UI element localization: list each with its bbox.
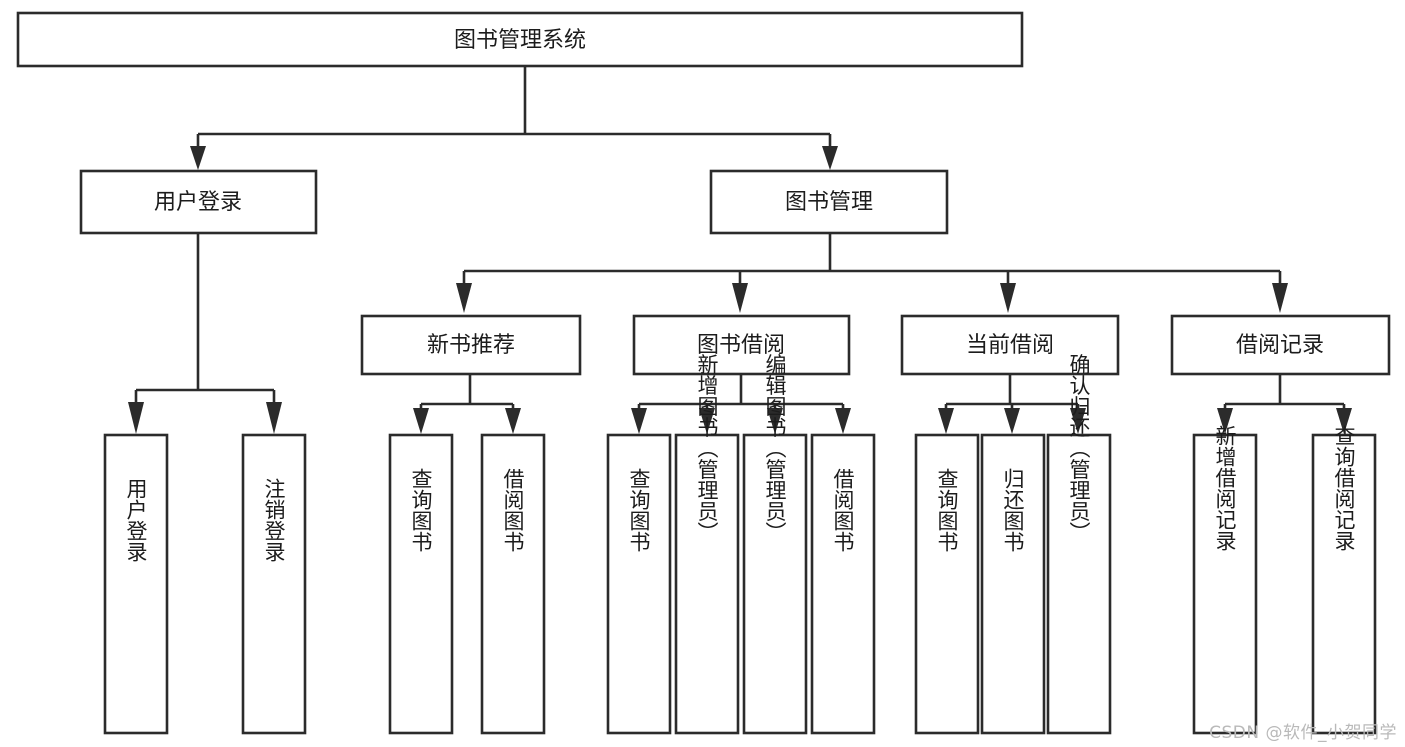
node-book-management-box[interactable] (709, 169, 949, 235)
arrow-record-leaf-2 (1336, 408, 1352, 434)
leaf-return-book-label: 归还图书 (1001, 468, 1025, 552)
leaf-logout[interactable]: 注销登录 (241, 433, 307, 735)
node-user-login-label: 用户登录 (154, 190, 242, 215)
node-borrow-record-box[interactable] (1170, 314, 1391, 376)
arrow-to-user-login (190, 146, 206, 170)
leaf-return-book-box[interactable] (980, 433, 1046, 735)
node-book-management-label: 图书管理 (785, 190, 873, 215)
node-book-borrow[interactable]: 图书借阅 (632, 314, 851, 376)
leaf-confirm-return-admin-box[interactable] (1046, 433, 1112, 735)
leaf-add-book-admin[interactable]: 新增图书（管理员） (674, 354, 740, 735)
arrow-leaf-logout (266, 402, 282, 434)
leaf-query-book-borrow-box[interactable] (606, 433, 672, 735)
node-new-book-recommend-box[interactable] (360, 314, 582, 376)
arrow-current-leaf-2 (1004, 408, 1020, 434)
leaf-borrow-book-borrow[interactable]: 借阅图书 (810, 433, 876, 735)
arrow-leaf-user-login (128, 402, 144, 434)
leaf-logout-box[interactable] (241, 433, 307, 735)
leaf-query-book-borrow[interactable]: 查询图书 (606, 433, 672, 735)
node-book-borrow-box[interactable] (632, 314, 851, 376)
arrow-record (1272, 283, 1288, 313)
leaf-borrow-book-newbook-label: 借阅图书 (501, 468, 525, 552)
arrow-current (1000, 283, 1016, 313)
leaf-confirm-return-admin[interactable]: 确认归还（管理员） (1046, 354, 1112, 735)
leaf-query-book-current-label: 查询图书 (935, 468, 959, 552)
leaf-user-login-label: 用户登录 (124, 478, 148, 562)
node-book-borrow-label: 图书借阅 (697, 333, 785, 358)
leaf-query-borrow-record-label: 查询借阅记录 (1332, 425, 1356, 551)
leaf-query-borrow-record-box[interactable] (1311, 433, 1377, 735)
node-current-borrow[interactable]: 当前借阅 (900, 314, 1120, 376)
node-borrow-record-label: 借阅记录 (1236, 333, 1324, 358)
leaf-query-book-newbook-label: 查询图书 (409, 468, 433, 552)
leaf-query-book-newbook-box[interactable] (388, 433, 454, 735)
node-borrow-record[interactable]: 借阅记录 (1170, 314, 1391, 376)
leaf-add-borrow-record-box[interactable] (1192, 433, 1258, 735)
leaf-confirm-return-admin-label: 确认归还（管理员） (1067, 354, 1091, 543)
leaf-borrow-book-borrow-label: 借阅图书 (831, 468, 855, 552)
leaf-add-book-admin-box[interactable] (674, 433, 740, 735)
leaf-query-book-current[interactable]: 查询图书 (914, 433, 980, 735)
leaf-query-borrow-record[interactable]: 查询借阅记录 (1311, 425, 1377, 735)
node-current-borrow-label: 当前借阅 (966, 333, 1054, 358)
leaf-borrow-book-borrow-box[interactable] (810, 433, 876, 735)
leaf-edit-book-admin-box[interactable] (742, 433, 808, 735)
arrow-borrow-leaf-1 (631, 408, 647, 434)
node-new-book-recommend-label: 新书推荐 (427, 333, 515, 358)
node-root-box[interactable] (16, 11, 1024, 68)
leaf-borrow-book-newbook[interactable]: 借阅图书 (480, 433, 546, 735)
leaf-query-book-borrow-label: 查询图书 (627, 468, 651, 552)
leaf-logout-label: 注销登录 (262, 478, 286, 562)
arrow-newbook (456, 283, 472, 313)
node-user-login[interactable]: 用户登录 (79, 169, 318, 235)
leaf-query-book-newbook[interactable]: 查询图书 (388, 433, 454, 735)
arrow-current-leaf-1 (938, 408, 954, 434)
node-root-system[interactable]: 图书管理系统 (16, 11, 1024, 68)
leaf-query-book-current-box[interactable] (914, 433, 980, 735)
arrow-borrow-leaf-4 (835, 408, 851, 434)
leaf-edit-book-admin-label: 编辑图书（管理员） (763, 354, 787, 543)
csdn-watermark: CSDN @软件_小贺同学 (1209, 723, 1397, 743)
node-current-borrow-box[interactable] (900, 314, 1120, 376)
node-root-label: 图书管理系统 (454, 28, 586, 53)
arrow-newbook-leaf-2 (505, 408, 521, 434)
arrow-newbook-leaf-1 (413, 408, 429, 434)
node-user-login-box[interactable] (79, 169, 318, 235)
leaf-edit-book-admin[interactable]: 编辑图书（管理员） (742, 354, 808, 735)
leaf-return-book[interactable]: 归还图书 (980, 433, 1046, 735)
arrow-borrow-leaf-3 (767, 408, 783, 434)
arrow-current-leaf-3 (1070, 408, 1086, 434)
arrow-record-leaf-1 (1217, 408, 1233, 434)
connector-layer (128, 66, 1352, 434)
arrow-borrow-leaf-2 (699, 408, 715, 434)
node-book-management[interactable]: 图书管理 (709, 169, 949, 235)
arrow-to-book-manage (822, 146, 838, 170)
leaf-add-book-admin-label: 新增图书（管理员） (695, 354, 719, 543)
leaf-add-borrow-record-label: 新增借阅记录 (1213, 425, 1237, 551)
leaf-user-login[interactable]: 用户登录 (103, 433, 169, 735)
leaf-borrow-book-newbook-box[interactable] (480, 433, 546, 735)
leaf-user-login-box[interactable] (103, 433, 169, 735)
leaf-add-borrow-record[interactable]: 新增借阅记录 (1192, 425, 1258, 735)
node-new-book-recommend[interactable]: 新书推荐 (360, 314, 582, 376)
arrow-borrow (732, 283, 748, 313)
